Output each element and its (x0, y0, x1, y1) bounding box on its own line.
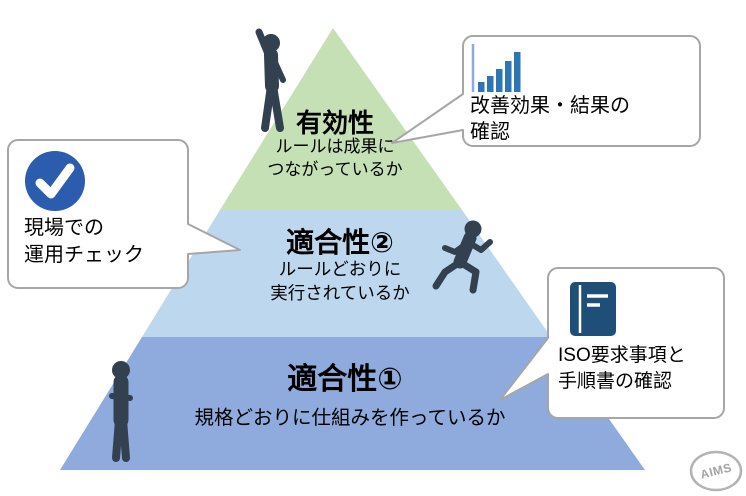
level-2-subtitle: ルールどおりに 実行されているか (230, 257, 450, 305)
bar-3 (496, 69, 503, 92)
book-icon (570, 282, 616, 336)
bar-1 (478, 82, 485, 92)
level-1-subtitle: ルールは成果に つながっているか (225, 135, 445, 181)
person-3-head (112, 361, 130, 379)
level-2-subtitle-line-2: 実行されているか (270, 283, 410, 303)
level-2-subtitle-line-1: ルールどおりに (278, 259, 402, 279)
pyramid-level-1-shape (220, 28, 462, 210)
person-2-arm (442, 241, 469, 255)
callout-field-check-text: 現場での 運用チェック (24, 215, 179, 269)
bar-5 (514, 52, 521, 92)
check-mark (35, 163, 75, 199)
bar-2 (487, 76, 494, 92)
person-2-leg (432, 258, 464, 290)
callout-iso-docs-line-2: 手順書の確認 (558, 371, 673, 392)
callout-improvement-line-2: 確認 (470, 121, 510, 143)
person-1-leg (269, 82, 284, 132)
level-3-subtitle: 規格どおりに仕組みを作っているか (194, 407, 506, 429)
callout-field-check-line-2: 運用チェック (24, 244, 144, 266)
book-cover (570, 282, 616, 336)
person-standing-icon (109, 361, 133, 462)
person-3-arms (109, 393, 133, 401)
callout-field-check-line-1: 現場での (24, 217, 104, 239)
person-1-arm (270, 55, 286, 83)
callout-iso-docs-text: ISO要求事項と 手順書の確認 (558, 343, 720, 395)
level-1-title: 有効性 (295, 108, 374, 138)
person-1-leg (261, 82, 275, 132)
person-3-leg (112, 416, 123, 462)
callout-iso-docs-line-1: ISO要求事項と (558, 345, 686, 366)
check-circle-icon (25, 151, 85, 211)
level-3-title: 適合性① (287, 363, 403, 396)
person-running-icon (432, 220, 493, 294)
level-2-title: 適合性② (286, 227, 394, 258)
person-3-leg (119, 416, 130, 462)
callout-improvement-bubble (391, 35, 701, 147)
bar-chart-icon (471, 44, 521, 92)
level-1-subtitle-line-2: つながっているか (267, 160, 403, 179)
pyramid-level-3-shape (60, 337, 645, 470)
callout-iso-docs-bubble (499, 267, 725, 419)
bar-4 (505, 61, 512, 92)
person-1-raised-arm (255, 28, 272, 58)
callout-improvement-line-1: 改善効果・結果の (470, 95, 630, 117)
aims-logo-circle (689, 450, 743, 492)
person-2-arm (465, 239, 493, 253)
person-2-leg (456, 258, 480, 294)
person-raising-arm-icon (255, 28, 286, 132)
pyramid-level-2-shape (142, 210, 551, 337)
level-1-subtitle-line-1: ルールは成果に (275, 137, 395, 156)
callout-improvement-text: 改善効果・結果の 確認 (470, 93, 695, 145)
